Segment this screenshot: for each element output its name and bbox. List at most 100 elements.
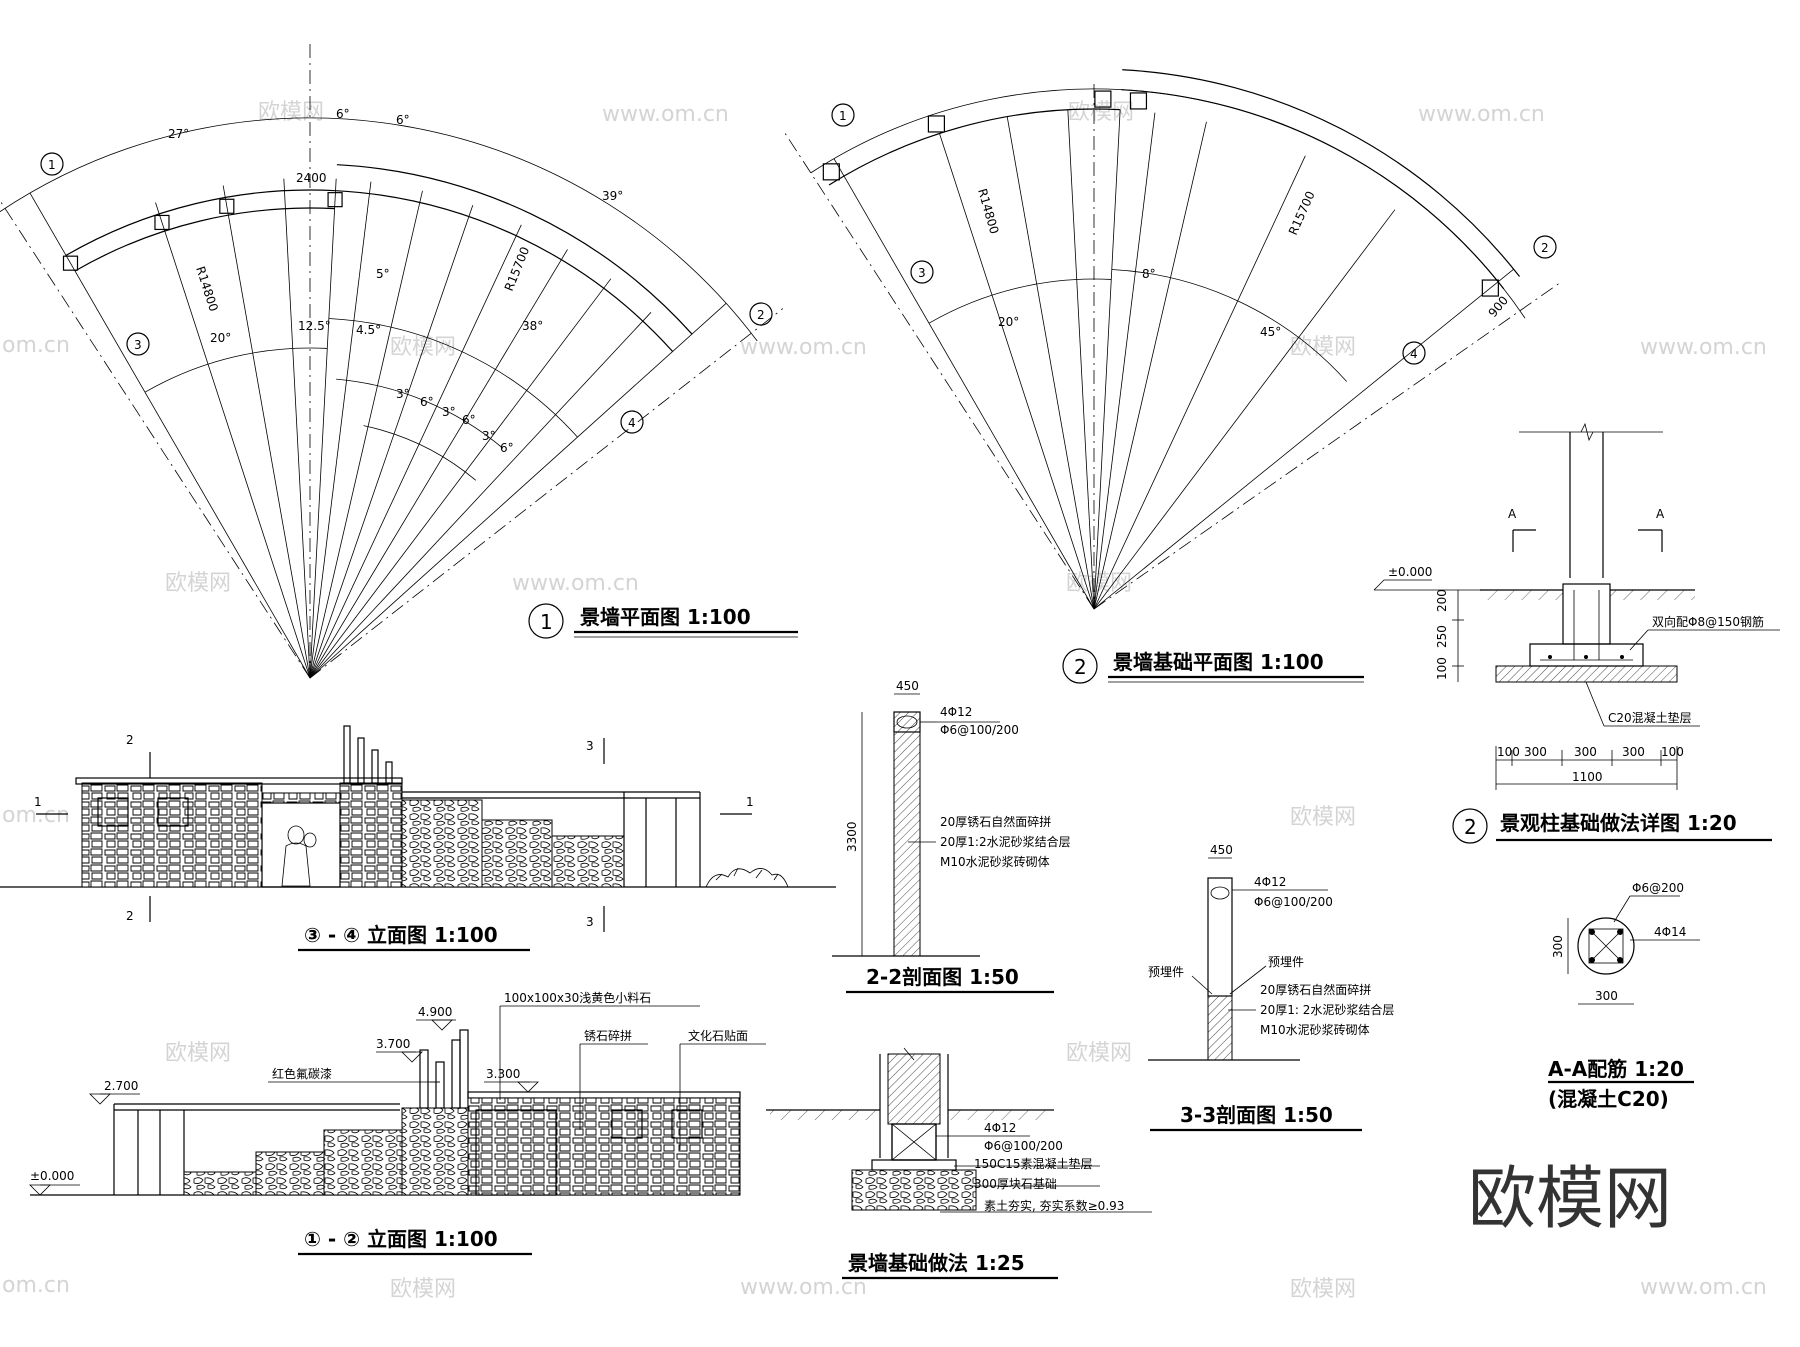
callout-pad: C20混凝土垫层 [1608,710,1692,725]
cut-mark: 1 [34,795,42,809]
axis-bubble-3: 3 [910,260,934,284]
callout-stirrup: Φ6@100/200 [984,1139,1063,1153]
watermark-url: www.om.cn [1418,102,1545,127]
axis-bubble-4: 4 [620,410,644,434]
angle-label: 3° [482,429,496,443]
dimension-label: 2400 [296,171,327,185]
radial-line [309,249,568,679]
callout-layer-1: 20厚锈石自然面碎拼 [1260,982,1371,997]
aa-rebar-section: Φ6@200 4Φ14 300 300 A-A配筋 1:20 (混凝土C20) [1548,881,1700,1111]
svg-text:1: 1 [540,610,553,634]
level-mark: 3.700 [376,1037,410,1051]
cut-mark: 3 [586,915,594,929]
watermark-url: www.om.cn [740,335,867,360]
watermark-cn: 欧模网 [1290,1277,1356,1302]
dimension-label: 200 [1435,589,1449,612]
arc-line [1122,69,1521,277]
arc-line [336,378,504,449]
dimension-label: 100 [1661,745,1684,759]
plan-view-1 [0,44,784,679]
angle-label: 6° [462,413,476,427]
column-base [62,255,79,271]
title-found: 景墙基础做法 1:25 [848,1251,1025,1275]
callout-paint: 红色氟碳漆 [272,1066,332,1081]
watermarks: 欧模网 www.om.cn 欧模网 www.om.cn om.cn 欧模网 ww… [2,100,1767,1302]
radial-line [1093,121,1207,610]
radial-line [309,178,337,679]
dimension-label: 100 [1435,657,1449,680]
footing-pad [1481,279,1499,297]
title-sec33: 3-3剖面图 1:50 [1180,1103,1333,1127]
axis-bubble-2: 2 [749,302,773,326]
watermark-cn: 欧模网 [165,571,231,596]
arc-line [928,278,1112,324]
dimension-label: 900 [1486,293,1511,320]
arc-line [74,207,335,272]
cut-mark: 3 [586,739,594,753]
arc-line [65,189,336,256]
dimension-label: 250 [1435,625,1449,648]
watermark-logo: 欧模网 [1468,1160,1672,1239]
angle-label: 27° [168,127,189,141]
watermark-cn: 欧模网 [390,335,456,360]
column-foundation-detail: A A ±0.000 200 250 100 双向配Φ8@150钢筋 C20混凝… [1373,422,1780,844]
watermark-cn: 欧模网 [1290,805,1356,830]
callout-layer-3: M10水泥砂浆砖砌体 [1260,1022,1370,1037]
callout-layer-1: 20厚锈石自然面碎拼 [940,814,1051,829]
callout-stirrup: Φ6@100/200 [940,723,1019,737]
section-3-3: 450 4Φ12 Φ6@100/200 预埋件 预埋件 20厚锈石自然面碎拼 2… [1148,843,1394,1132]
callout-rubble: 300厚块石基础 [974,1177,1057,1191]
watermark-url: www.om.cn [740,1275,867,1300]
radial-line [1006,116,1095,610]
axis-bubble-3: 3 [126,332,150,356]
axis-bubble-2: 2 [1533,235,1557,259]
angle-label: 39° [602,189,623,203]
callout-rebar: 4Φ12 [984,1121,1016,1135]
level-mark: 2.700 [104,1079,138,1093]
callout-layer-2: 20厚1:2水泥砂浆结合层 [940,834,1071,849]
callout-stone: 100x100x30浅黄色小料石 [504,991,651,1005]
title-colfound: 2 景观柱基础做法详图 1:20 [1452,808,1772,844]
title-elev12: ① - ② 立面图 1:100 [304,1227,498,1251]
radial-line [833,158,1095,610]
radius-label: R15700 [502,245,532,293]
title-elev34: ③ - ④ 立面图 1:100 [304,923,498,947]
callout-soil: 素土夯实, 夯实系数≥0.93 [984,1198,1124,1213]
watermark-url: www.om.cn [1640,1275,1767,1300]
watermark-cn: 欧模网 [1066,1041,1132,1066]
watermark-url: om.cn [2,803,70,828]
callout-rust-stone: 锈石碎拼 [584,1028,632,1043]
angle-label: 20° [210,331,231,345]
svg-text:4: 4 [1410,347,1418,361]
column-base [154,214,170,231]
svg-text:景观柱基础做法详图 1:20: 景观柱基础做法详图 1:20 [1500,811,1737,835]
dimension-label: 300 [1574,745,1597,759]
callout-pad: 150C15素混凝土垫层 [974,1156,1093,1171]
watermark-url: www.om.cn [1640,335,1767,360]
radial-line [1093,281,1562,610]
footing-pad [927,115,946,133]
radial-line [309,302,727,679]
angle-label: 3° [396,387,410,401]
arc-line [0,117,758,342]
footing-pad [822,163,840,181]
title-plan2: 2 景墙基础平面图 1:100 [1062,648,1364,684]
arc-line [828,108,1121,186]
svg-text:景墙基础平面图 1:100: 景墙基础平面图 1:100 [1113,650,1324,674]
radial-line [1067,109,1095,610]
axis-bubble-4: 4 [1402,341,1426,365]
watermark-url: www.om.cn [512,571,639,596]
axis-bubble-1: 1 [40,152,64,176]
angle-label: 6° [420,395,434,409]
callout-rebar: 4Φ12 [1254,875,1286,889]
cut-mark: 2 [126,733,134,747]
angle-label: 38° [522,319,543,333]
level-mark: ±0.000 [30,1169,74,1183]
svg-text:2: 2 [757,308,765,322]
arc-line [363,425,477,481]
radius-label: R14800 [975,187,1001,236]
dimension-label: 300 [1622,745,1645,759]
dimension-label: 1100 [1572,770,1603,784]
level-mark: ±0.000 [1388,565,1432,579]
